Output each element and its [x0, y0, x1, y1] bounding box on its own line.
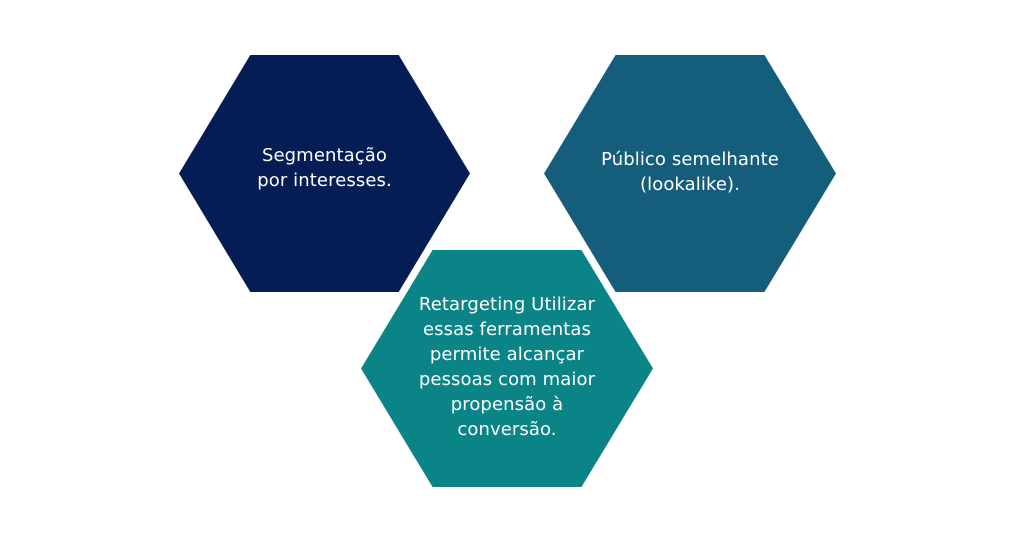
- hexagon-label-interest-segmentation: Segmentação por interesses.: [257, 145, 392, 191]
- hexagon-label-lookalike-audience: Público semelhante (lookalike).: [601, 149, 779, 195]
- hexagon-retargeting: Retargeting Utilizar essas ferramentas p…: [361, 250, 653, 487]
- hexagon-interest-segmentation: Segmentação por interesses.: [179, 55, 470, 292]
- hexagon-label-retargeting: Retargeting Utilizar essas ferramentas p…: [418, 294, 596, 440]
- hexagon-lookalike-audience: Público semelhante (lookalike).: [544, 55, 836, 292]
